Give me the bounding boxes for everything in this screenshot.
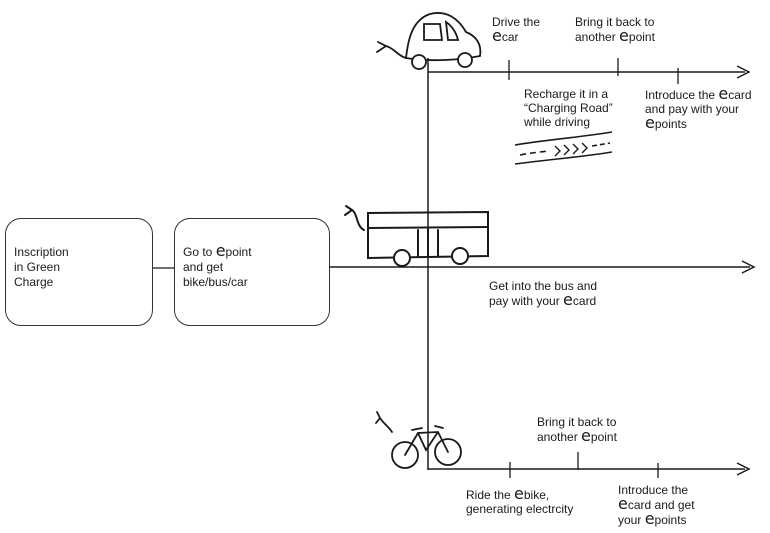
bus-icon xyxy=(344,205,489,267)
bus-label: Get into the bus and pay with your ecard xyxy=(489,279,598,309)
epoint-box xyxy=(174,218,330,326)
goto-point-text: point xyxy=(225,245,252,259)
car-drive-label: Drive the ecar xyxy=(492,15,541,45)
goto-line3: bike/bus/car xyxy=(183,275,248,289)
car-icon xyxy=(376,12,482,70)
bike-introduce-label: Introduce the ecard and get your epoints xyxy=(618,483,695,528)
bus-timeline xyxy=(330,260,756,274)
bike-ride-label: Ride the ebike, generating electrcity xyxy=(466,484,574,517)
bike-timeline xyxy=(428,452,751,478)
goto-text: Go to xyxy=(183,245,216,259)
car-introduce-label: Introduce the ecard and pay with your ep… xyxy=(645,84,752,132)
epoint-label: Go to epoint and get bike/bus/car xyxy=(183,243,252,290)
charging-road-icon xyxy=(514,131,613,165)
e-glyph: e xyxy=(215,241,226,260)
bike-icon xyxy=(375,411,462,469)
inscription-box xyxy=(5,218,153,326)
car-bring-back-label: Bring it back to another epoint xyxy=(575,15,655,45)
bike-bring-back-label: Bring it back to another epoint xyxy=(537,415,617,445)
car-recharge-label: Recharge it in a “Charging Road” while d… xyxy=(524,87,613,129)
goto-line2: and get xyxy=(183,260,224,274)
inscription-label: Inscription in Green Charge xyxy=(14,245,69,289)
car-timeline xyxy=(428,58,751,84)
